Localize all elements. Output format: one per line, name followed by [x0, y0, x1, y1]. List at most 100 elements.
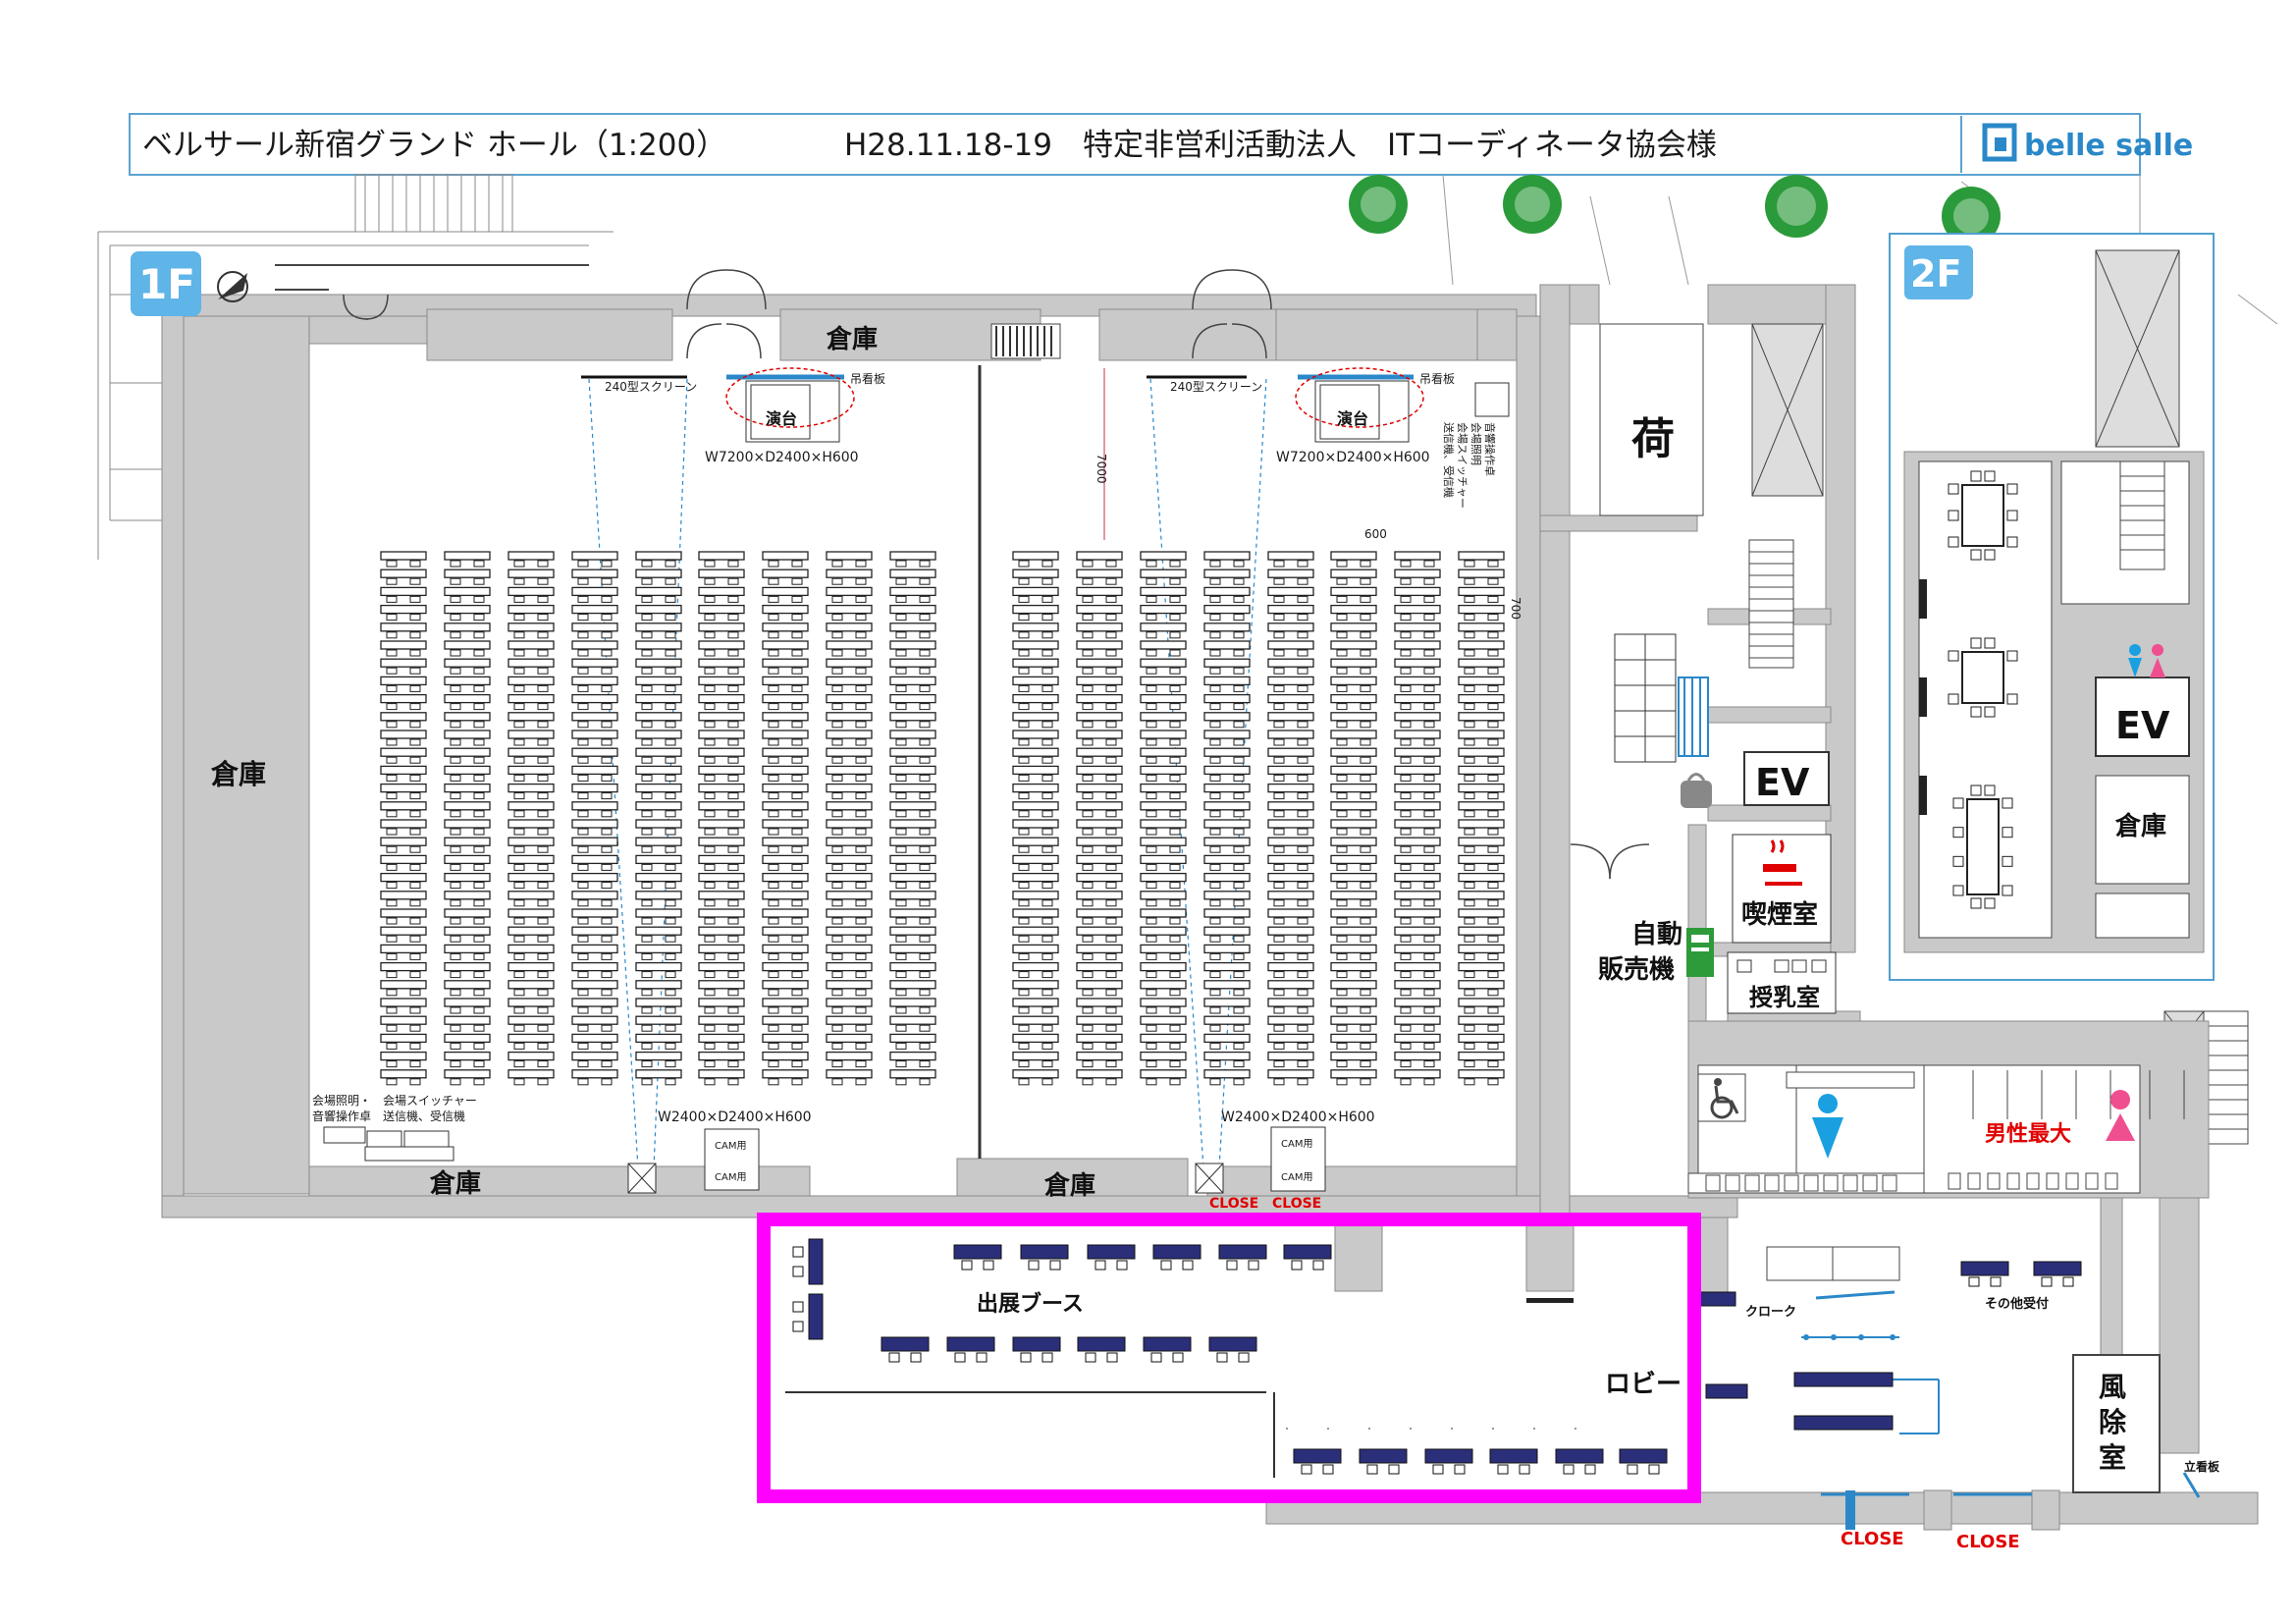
booth-table — [1960, 1261, 2009, 1276]
desk — [889, 783, 936, 793]
chair — [855, 721, 867, 729]
chair — [1041, 845, 1053, 853]
chair — [1041, 667, 1053, 675]
chair — [895, 845, 907, 853]
booth-chair — [2041, 1276, 2053, 1287]
chair — [1336, 917, 1348, 925]
windbreak-room: 風 除 室 — [2072, 1354, 2161, 1493]
chair — [641, 952, 653, 960]
chair — [473, 971, 485, 979]
desk — [1012, 854, 1059, 865]
desk — [1203, 801, 1251, 811]
desk — [1140, 837, 1187, 846]
desk — [1012, 1051, 1059, 1061]
desk — [1394, 568, 1441, 578]
chair — [409, 810, 421, 818]
chair — [1423, 595, 1435, 603]
ev-2f-label: EV — [2115, 704, 2170, 747]
chair — [1336, 1042, 1348, 1050]
chair — [1105, 882, 1117, 890]
chair — [1018, 774, 1030, 782]
op-vert-2: 音響操作卓 — [1483, 422, 1497, 476]
desk — [1140, 1069, 1187, 1079]
chair — [577, 828, 589, 836]
chair — [1400, 792, 1412, 800]
desk — [1203, 891, 1251, 900]
chair — [768, 971, 779, 979]
chair — [768, 667, 779, 675]
chair — [1273, 684, 1285, 692]
chair — [727, 845, 739, 853]
chair — [1146, 1060, 1157, 1068]
chair — [704, 971, 716, 979]
chair — [2006, 693, 2018, 705]
chair — [919, 756, 931, 764]
desk — [380, 872, 427, 883]
chair — [1018, 1042, 1030, 1050]
chair — [919, 560, 931, 568]
desk — [762, 747, 809, 757]
male-max-label: 男性最大 — [1985, 1122, 2071, 1147]
chair — [1970, 470, 1982, 482]
desk — [762, 730, 809, 739]
chair — [450, 828, 461, 836]
chair — [2006, 510, 2018, 521]
desk — [1267, 622, 1314, 632]
chair — [577, 971, 589, 979]
desk — [635, 908, 682, 918]
chair — [601, 917, 613, 925]
smoking-room: 喫煙室 — [1732, 834, 1832, 944]
chair — [513, 614, 525, 622]
restroom-icons-2f — [2128, 644, 2165, 677]
desk — [1267, 998, 1314, 1007]
chair — [1464, 952, 1475, 960]
chair — [768, 614, 779, 622]
booth-chair — [1627, 1464, 1638, 1475]
chair — [1464, 792, 1475, 800]
nursing-label: 授乳室 — [1749, 984, 1820, 1011]
seat-column-left — [889, 551, 936, 1086]
chair — [1209, 667, 1221, 675]
desk — [635, 837, 682, 846]
chair — [1360, 631, 1371, 639]
chair — [1146, 614, 1157, 622]
desk — [635, 676, 682, 686]
chair — [665, 774, 676, 782]
desk — [1458, 891, 1505, 900]
desk — [1140, 908, 1187, 918]
chair — [1423, 738, 1435, 746]
smoking-icon — [1763, 839, 1802, 886]
desk — [762, 961, 809, 972]
desk — [1203, 854, 1251, 865]
chair — [1146, 667, 1157, 675]
desk — [762, 568, 809, 578]
chair — [1018, 595, 1030, 603]
booth-chair — [1519, 1464, 1530, 1475]
desk — [889, 693, 936, 704]
chair — [1273, 721, 1285, 729]
chair — [386, 1024, 398, 1032]
lobby-desk — [1705, 1383, 1748, 1399]
booth-chair — [1020, 1352, 1032, 1363]
chair — [919, 1078, 931, 1086]
chair — [1018, 863, 1030, 871]
chair — [919, 577, 931, 585]
booth-table — [946, 1336, 995, 1352]
venue-title: ベルサール新宿グランド ホール（1:200） — [142, 128, 726, 163]
chair — [704, 684, 716, 692]
chair — [409, 595, 421, 603]
chair — [473, 560, 485, 568]
chair — [1041, 1060, 1053, 1068]
desk — [507, 1051, 555, 1061]
chair — [704, 756, 716, 764]
chair — [513, 952, 525, 960]
chair — [1464, 810, 1475, 818]
desk — [571, 872, 618, 883]
chair — [513, 721, 525, 729]
chair — [1464, 667, 1475, 675]
desk — [698, 819, 745, 829]
desk — [1458, 1051, 1505, 1061]
desk — [1394, 961, 1441, 972]
chair — [386, 989, 398, 997]
top-stair-grill — [990, 323, 1061, 359]
